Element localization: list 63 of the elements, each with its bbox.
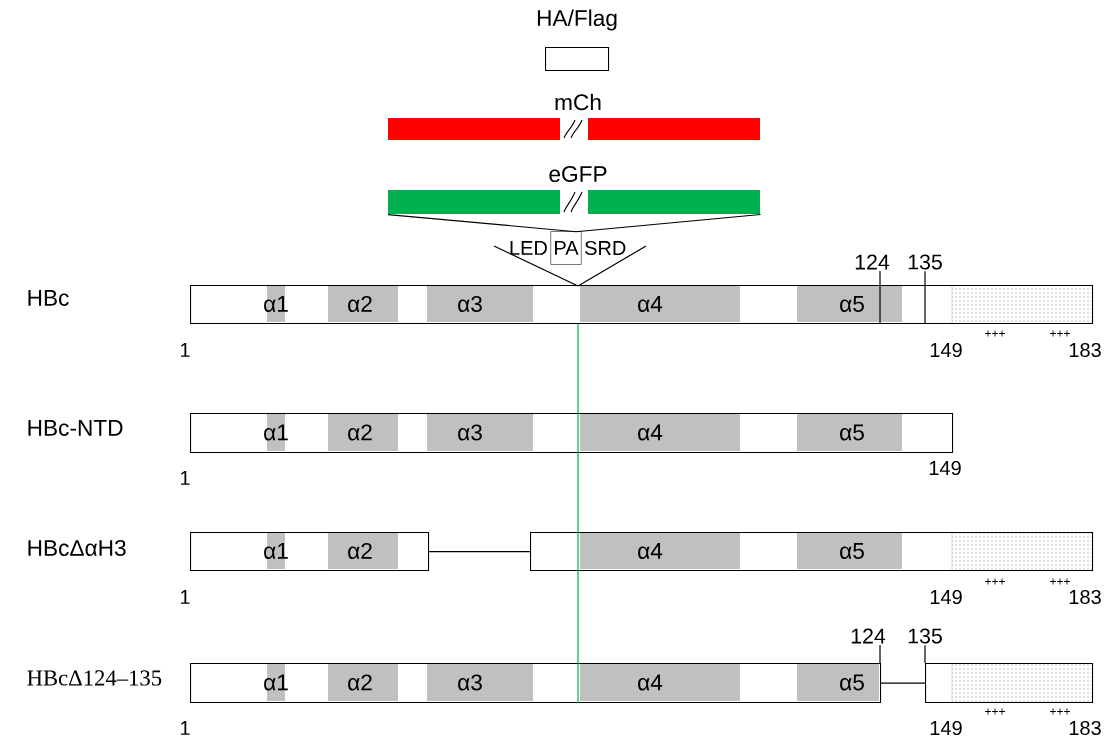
linker-line [880, 682, 926, 684]
residue-number: 183 [1069, 589, 1101, 605]
residue-number: 149 [930, 720, 962, 736]
helix-segment: α2 [328, 414, 398, 451]
protein-bar [190, 532, 430, 572]
row-label: HBcΔαH3 [28, 539, 126, 557]
helix-segment: α5 [797, 664, 879, 701]
leader-line [924, 644, 926, 664]
residue-number: 1 [181, 343, 190, 357]
helix-segment: α1 [264, 286, 288, 322]
residue-number: 124 [851, 628, 886, 644]
tag-label: HA/Flag [537, 9, 617, 31]
protein-bar [925, 663, 1094, 704]
protein-bar [530, 532, 1094, 572]
residue-number: 149 [929, 460, 961, 476]
residue-number: 183 [1069, 342, 1101, 358]
leader-line [879, 644, 881, 664]
charge-mark: +++ [1050, 330, 1070, 337]
helix-segment: α2 [328, 664, 398, 701]
bar-label: mCh [555, 93, 601, 111]
residue-number: 1 [181, 471, 190, 485]
linker-label: LED [510, 241, 547, 255]
helix-segment: α3 [427, 286, 533, 322]
helix-segment: α3 [427, 414, 533, 451]
helix-segment: α5 [797, 286, 902, 322]
zoom-line [387, 213, 762, 233]
zoom-line [493, 245, 647, 287]
charge-mark: +++ [985, 330, 1005, 337]
helix-segment: α2 [328, 286, 398, 322]
residue-number: 183 [1069, 720, 1101, 736]
helix-segment: α4 [580, 664, 740, 701]
residue-number: 135 [908, 254, 942, 270]
helix-segment: α1 [264, 414, 288, 451]
alignment-line [577, 323, 579, 704]
row-label: HBc [28, 290, 69, 306]
helix-segment: α2 [328, 533, 398, 569]
residue-number: 124 [855, 254, 890, 270]
helix-segment: α4 [580, 286, 740, 322]
helix-segment: α1 [264, 664, 288, 701]
linker-box: PA [550, 231, 582, 265]
helix-segment: α4 [580, 533, 740, 569]
row-label: HBcΔ124–135 [27, 670, 162, 686]
charge-mark: +++ [985, 578, 1005, 585]
helix-segment: α4 [580, 414, 740, 451]
leader-line [924, 270, 926, 325]
helix-segment: α5 [797, 533, 902, 569]
charge-mark: +++ [1050, 578, 1070, 585]
row-label: HBc-NTD [28, 420, 123, 436]
protein-bar [190, 663, 882, 704]
residue-number: 149 [930, 589, 962, 605]
residue-number: 1 [181, 590, 190, 604]
linker-label: SRD [585, 240, 626, 256]
bar-label: eGFP [549, 165, 607, 183]
protein-bar [190, 413, 954, 454]
residue-number: 135 [908, 628, 942, 644]
linker-line [428, 550, 531, 553]
protein-bar [190, 285, 1094, 325]
helix-segment: α5 [797, 414, 902, 451]
helix-segment: α1 [264, 533, 288, 569]
leader-line [879, 270, 881, 325]
residue-number: 1 [181, 721, 190, 735]
residue-number: 149 [930, 342, 962, 358]
helix-segment: α3 [427, 664, 533, 701]
